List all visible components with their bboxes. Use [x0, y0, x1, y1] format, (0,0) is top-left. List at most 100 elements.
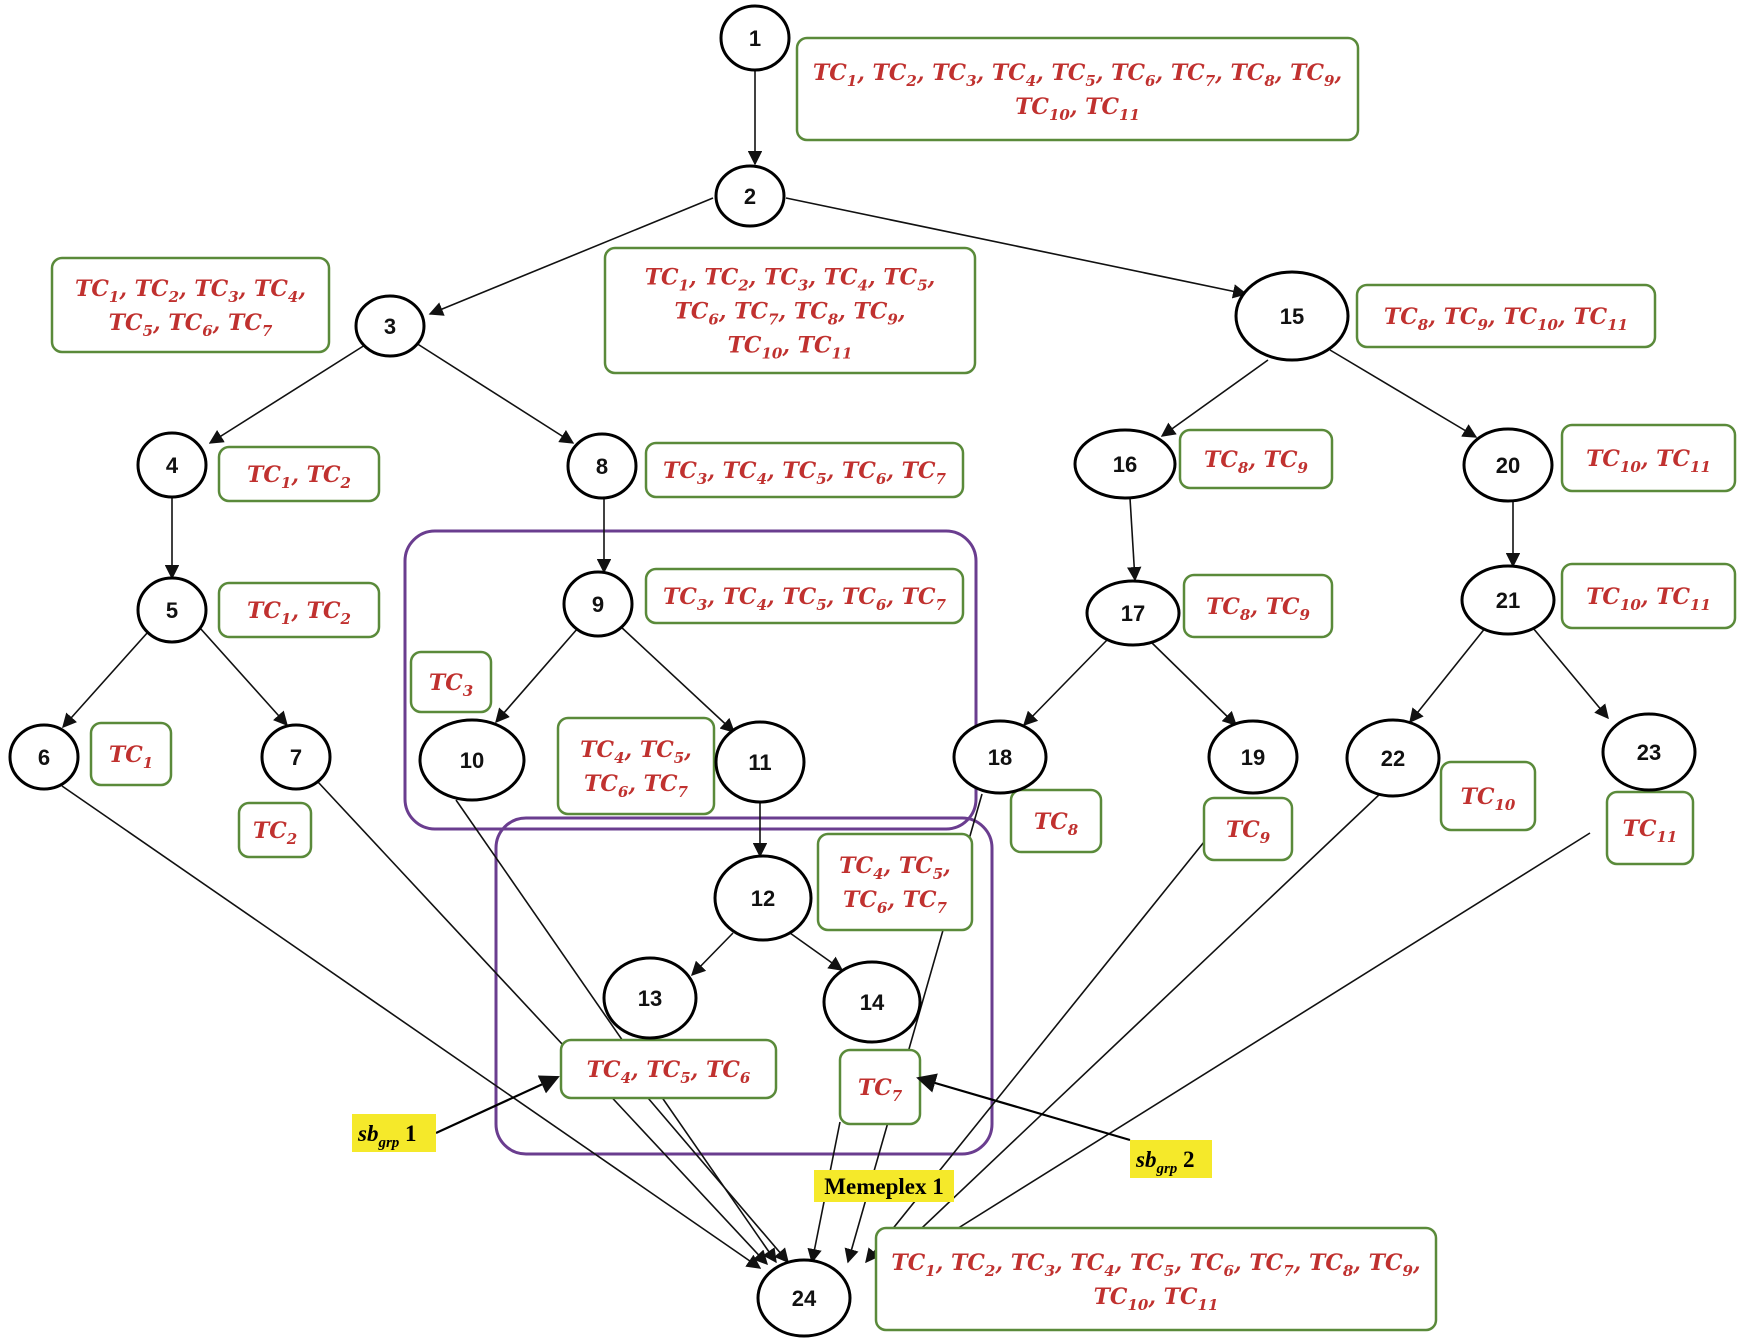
tc-box-node-3: TC1, TC2, TC3, TC4, TC5, TC6, TC7 [50, 256, 331, 354]
edge-6-24 [61, 785, 762, 1269]
tc-list-line: TC8, TC9 [1204, 447, 1309, 477]
tc-box-node-8: TC3, TC4, TC5, TC6, TC7 [644, 441, 965, 499]
node-23: 23 [1601, 712, 1697, 792]
tc-box-node-5: TC1, TC2 [217, 581, 381, 639]
node-label: 16 [1113, 452, 1137, 477]
node-8: 8 [566, 432, 638, 500]
node-circle [602, 956, 698, 1040]
edge-15-16 [1160, 359, 1269, 437]
node-circle [756, 1258, 852, 1338]
tc-box-node-12: TC4, TC5, TC6, TC7 [816, 832, 974, 932]
node-9: 9 [562, 570, 634, 638]
subgroup-box [494, 816, 994, 1156]
node-1: 1 [719, 4, 791, 72]
node-circle [822, 960, 922, 1044]
tag-label: Memeplex 1 [824, 1174, 943, 1199]
tc-box-node-15: TC8, TC9, TC10, TC11 [1355, 283, 1657, 349]
node-circle [136, 431, 208, 499]
node-2: 2 [714, 164, 786, 228]
tc-list-line: TC4, TC5, [839, 853, 951, 883]
tc-list-line: TC1, TC2, TC3, TC4, TC5, TC6, TC7, TC8, … [813, 60, 1342, 90]
tc-box-frame [1355, 283, 1657, 349]
node-label: 1 [749, 26, 761, 51]
node-label: 13 [638, 986, 662, 1011]
tc-list-line: TC11 [1623, 816, 1678, 846]
tc-box-frame [1178, 428, 1334, 490]
node-label: 24 [792, 1286, 817, 1311]
tc-list-line: TC10, TC11 [1094, 1284, 1219, 1314]
tc-list-line: TC1, TC2 [247, 598, 351, 628]
node-circle [714, 164, 786, 228]
node-circle [1234, 270, 1350, 362]
node-label: 7 [290, 745, 302, 770]
node-3: 3 [354, 294, 426, 358]
tc-list-line: TC10, TC11 [1586, 446, 1711, 476]
tc-list-line: TC6, TC7 [843, 887, 948, 917]
tc-box-frame [1560, 562, 1737, 630]
node-circle [1601, 712, 1697, 792]
tc-list-line: TC1 [109, 742, 153, 772]
tc-box-node-9: TC3, TC4, TC5, TC6, TC7 [644, 567, 965, 625]
sb-grp-2-tag: sbgrp 2 [916, 1073, 1212, 1178]
node-24: 24 [756, 1258, 852, 1338]
node-18: 18 [952, 719, 1048, 795]
node-label: 4 [166, 453, 179, 478]
tag-label: sbgrp 2 [1135, 1147, 1195, 1177]
edge-2-15 [785, 197, 1248, 299]
tc-box-node-18: TC8 [1009, 788, 1103, 854]
node-5: 5 [136, 576, 208, 644]
node-label: 9 [592, 592, 604, 617]
node-7: 7 [260, 723, 332, 791]
tc-box-frame [1202, 796, 1294, 862]
tc-box-frame [217, 445, 381, 503]
tc-box-frame [874, 1226, 1438, 1332]
node-circle [1460, 564, 1556, 636]
tc-box-node-7: TC2 [237, 801, 313, 859]
tc-box-node-16: TC8, TC9 [1178, 428, 1334, 490]
node-circle [714, 720, 806, 804]
tc-list-line: TC4, TC5, TC6 [587, 1057, 751, 1087]
node-circle [952, 719, 1048, 795]
tc-box-frame [50, 256, 331, 354]
tc-box-frame [644, 567, 965, 625]
tc-list-line: TC6, TC7 [584, 771, 689, 801]
node-20: 20 [1462, 427, 1554, 503]
tc-list-line: TC10, TC11 [1586, 584, 1711, 614]
tag-highlight [352, 1114, 436, 1152]
node-label: 21 [1496, 588, 1520, 613]
tc-box-node-20: TC10, TC11 [1560, 423, 1737, 493]
node-12: 12 [713, 854, 813, 942]
edge-5-7 [199, 627, 288, 727]
edge-12-13 [690, 932, 734, 977]
edge-15-20 [1329, 349, 1478, 438]
tc-box-frame [1182, 573, 1334, 639]
tc-list-line: TC5, TC6, TC7 [109, 310, 273, 340]
node-label: 12 [751, 886, 775, 911]
node-label: 15 [1280, 304, 1304, 329]
node-label: 19 [1241, 745, 1265, 770]
tc-box-frame [603, 246, 977, 375]
tc-box-node-11: TC4, TC5, TC6, TC7 [556, 716, 716, 816]
node-circle [8, 723, 80, 791]
node-22: 22 [1345, 718, 1441, 798]
sb-grp-1-tag: sbgrp 1 [352, 1075, 560, 1152]
node-11: 11 [714, 720, 806, 804]
node-21: 21 [1460, 564, 1556, 636]
tc-box-frame [237, 801, 313, 859]
edge-21-22 [1409, 626, 1487, 724]
node-circle [1345, 718, 1441, 798]
node-circle [1073, 428, 1177, 500]
tc-list-line: TC4, TC5, [580, 737, 692, 767]
edge-17-18 [1022, 638, 1109, 727]
node-circle [136, 576, 208, 644]
node-16: 16 [1073, 428, 1177, 500]
edge-7-24 [317, 781, 768, 1266]
tc-box-frame [1560, 423, 1737, 493]
node-6: 6 [8, 723, 80, 791]
tc-box-frame [89, 721, 173, 787]
tc-box-node-1: TC1, TC2, TC3, TC4, TC5, TC6, TC7, TC8, … [795, 36, 1360, 142]
node-label: 2 [744, 184, 756, 209]
edge-17-19 [1149, 640, 1238, 727]
tc-list-line: TC1, TC2, TC3, TC4, TC5, TC6, TC7, TC8, … [891, 1250, 1420, 1280]
